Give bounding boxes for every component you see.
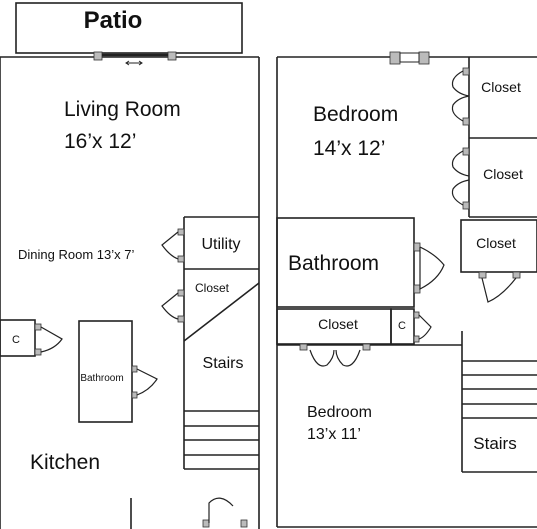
first-floor-stair-treads (184, 410, 259, 470)
bedroom-1-label: Bedroom (313, 103, 398, 126)
first-floor-closet-label: Closet (195, 281, 230, 295)
c-closet-label-second-floor: C (398, 320, 406, 332)
second-floor-stairs-label: Stairs (473, 434, 516, 453)
c-closet-label-first-floor: C (12, 334, 20, 346)
dining-room-label: Dining Room 13’x 7’ (18, 247, 134, 262)
patio-label: Patio (84, 7, 143, 34)
bedroom-2-label: Bedroom (307, 404, 372, 421)
slider-jamb-right (167, 51, 177, 61)
first-floor-bathroom-door (131, 365, 158, 399)
closet-c-label: Closet (476, 235, 516, 251)
c-closet-door-second-floor (413, 311, 432, 343)
closet-c-door (478, 271, 521, 303)
slider-jamb-left (93, 51, 103, 61)
first-floor-bathroom-label: Bathroom (80, 373, 123, 384)
closet-d-label: Closet (318, 316, 358, 332)
closet-b-bifold-door (451, 147, 470, 210)
utility-label: Utility (201, 236, 240, 253)
closet-c (460, 219, 537, 273)
c-closet-door-first-floor (34, 323, 63, 356)
c-closet-first-floor (0, 319, 36, 357)
closet-a-bifold-door (451, 67, 470, 126)
closet-a-label: Closet (481, 79, 521, 95)
double-arrow-icon (125, 60, 143, 66)
first-floor-bathroom (78, 320, 133, 423)
second-floor-window (389, 51, 430, 65)
first-floor: Patio Living Room 16’x 12’ Dining Room 1… (0, 2, 260, 529)
closet-d-bifold-door (299, 343, 371, 367)
first-floor-closet-door (161, 289, 185, 323)
second-floor-bathroom-label: Bathroom (288, 252, 379, 275)
first-floor-stairs-label: Stairs (203, 355, 244, 372)
bedroom-2-size: 13’x 11’ (307, 426, 361, 443)
living-room-size: 16’x 12’ (64, 130, 136, 153)
stair-diagonal (183, 282, 260, 342)
second-floor: Bedroom 14’x 12’ Closet Closet Closet (276, 51, 537, 528)
patio-area (15, 2, 243, 54)
second-floor-bathroom (276, 217, 415, 308)
bedroom-1-size: 14’x 12’ (313, 137, 385, 160)
second-floor-bathroom-door (413, 242, 445, 294)
closet-b-label: Closet (483, 166, 523, 182)
entry-door (202, 497, 248, 528)
living-room-label: Living Room (64, 98, 181, 121)
second-floor-stair-treads (462, 360, 537, 473)
utility-door (161, 228, 185, 263)
kitchen-label: Kitchen (30, 451, 100, 474)
c-closet-second-floor (390, 308, 415, 345)
